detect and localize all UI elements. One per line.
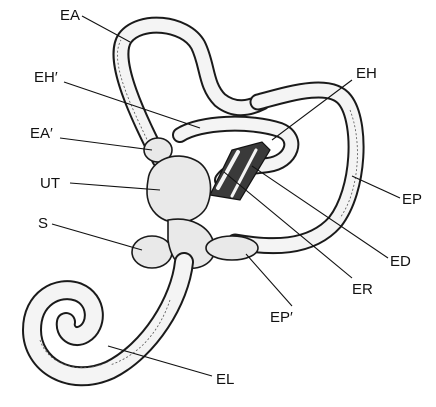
label-er: ER (352, 281, 373, 298)
label-s: S (38, 215, 48, 232)
label-ea-prime: EA′ (30, 125, 53, 142)
label-ut: UT (40, 175, 60, 192)
label-ep: EP (402, 191, 422, 208)
posterior-ampulla (206, 236, 258, 260)
labyrinth-illustration (32, 25, 357, 376)
saccule (132, 236, 172, 268)
label-el: EL (216, 371, 234, 388)
leader-ep-prime (246, 254, 292, 306)
label-eh: EH (356, 65, 377, 82)
label-eh-prime: EH′ (34, 69, 58, 86)
anterior-canal (117, 25, 262, 160)
cochlea (32, 262, 184, 376)
leader-s (52, 224, 142, 250)
label-ea: EA (60, 7, 80, 24)
label-ep-prime: EP′ (270, 309, 293, 326)
label-ed: ED (390, 253, 411, 270)
leader-ea-prime (60, 138, 152, 150)
